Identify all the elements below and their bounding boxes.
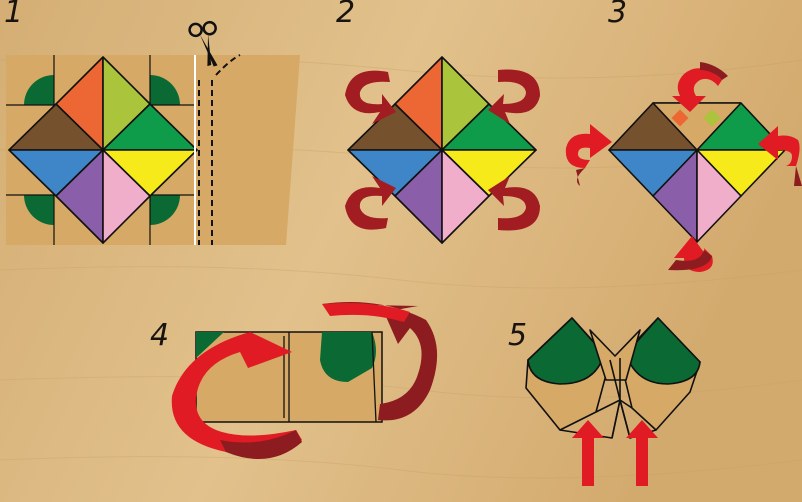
step-number-1: 1: [4, 0, 23, 30]
step-number-3: 3: [608, 0, 627, 30]
step-number-4: 4: [150, 318, 169, 353]
step-number-2: 2: [336, 0, 355, 30]
step-number-5: 5: [508, 318, 527, 353]
